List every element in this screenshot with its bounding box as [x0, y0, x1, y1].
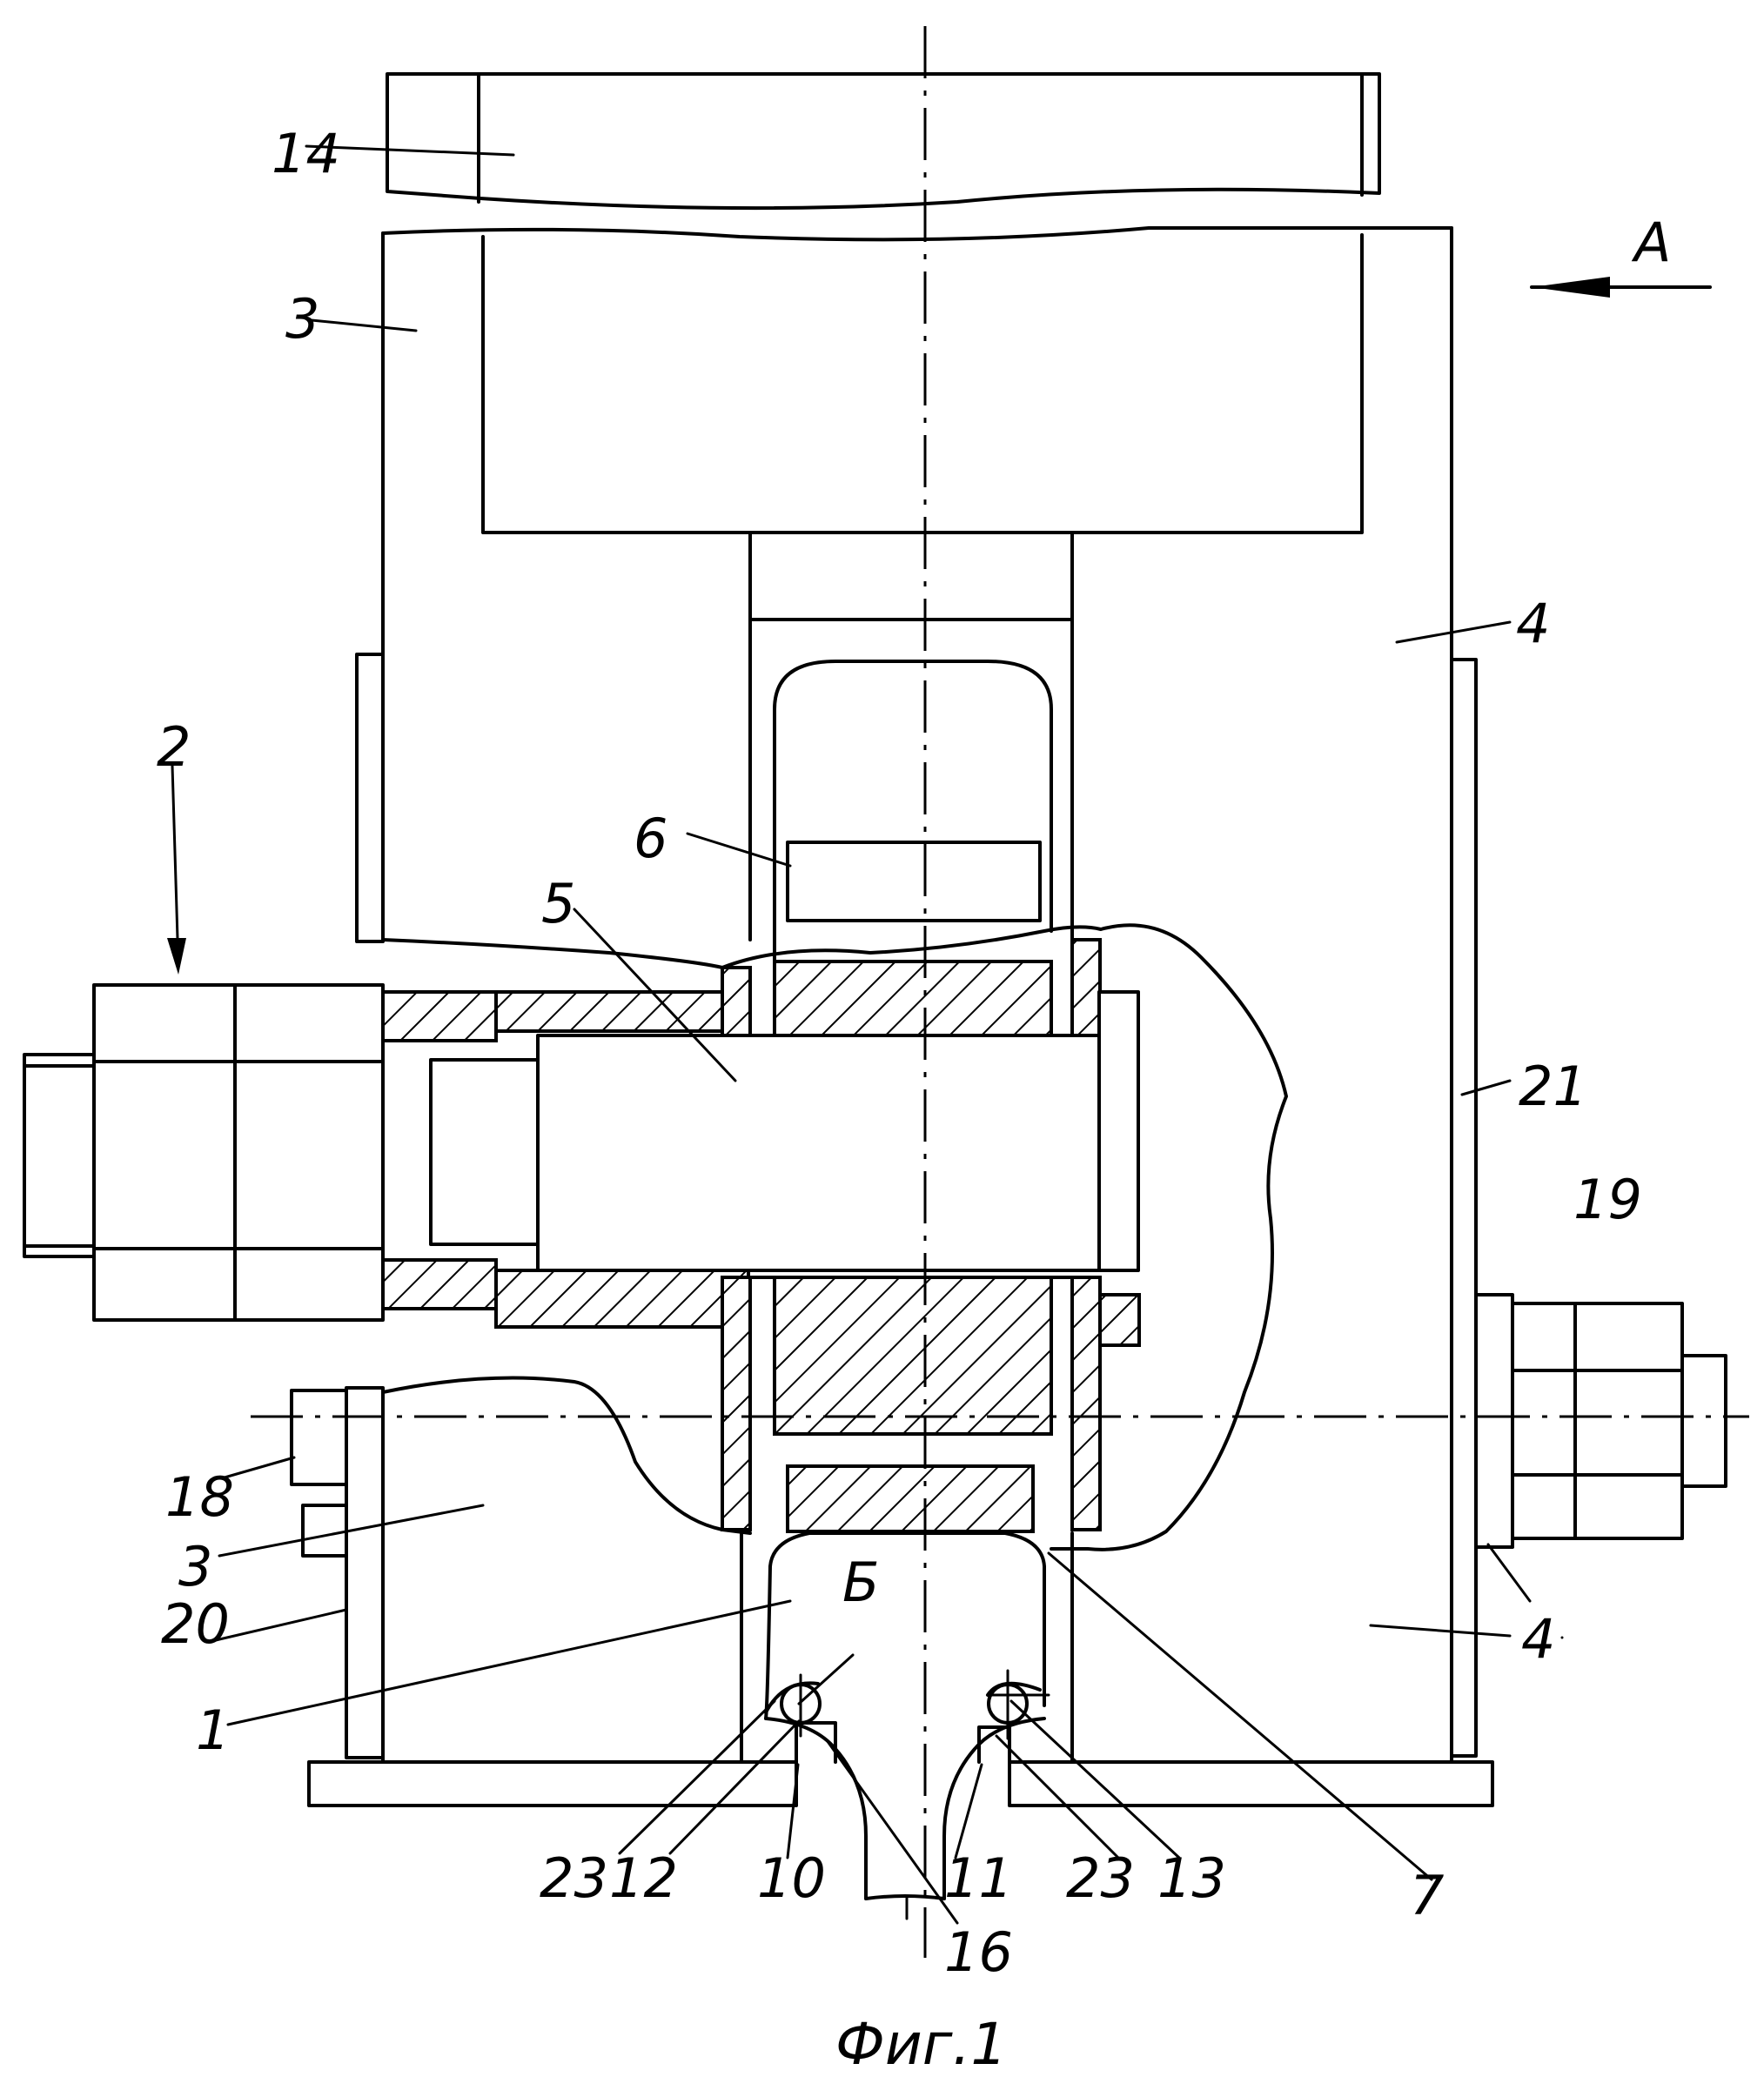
label-16: 16	[944, 1920, 1013, 1984]
label-b-detail: Б	[842, 1551, 880, 1614]
label-13: 13	[1157, 1846, 1226, 1910]
label-1: 1	[196, 1698, 230, 1762]
nut-assembly-2	[24, 985, 383, 1320]
label-14: 14	[272, 122, 340, 185]
label-3-top: 3	[285, 287, 319, 351]
view-arrow-a-label: А	[1631, 211, 1671, 274]
label-12: 12	[609, 1846, 678, 1910]
label-21: 21	[1519, 1055, 1587, 1118]
top-beam-14	[387, 74, 1379, 208]
label-2: 2	[157, 715, 191, 779]
rollers	[766, 1683, 1040, 1723]
label-5: 5	[541, 872, 575, 935]
shaft-5	[431, 992, 1138, 1270]
label-10: 10	[757, 1846, 826, 1910]
label-3-bottom: 3	[178, 1535, 212, 1598]
plate-20	[346, 1388, 383, 1758]
bolt-19	[1476, 1295, 1726, 1547]
label-6: 6	[634, 807, 667, 870]
label-20: 20	[161, 1592, 230, 1656]
label-18: 18	[165, 1465, 234, 1529]
label-4-top: 4	[1516, 592, 1550, 655]
view-arrow-a: А	[1532, 211, 1710, 298]
blade-6	[750, 620, 1072, 1018]
base-plates	[309, 1762, 1492, 1806]
side-plate-21	[1452, 660, 1476, 1756]
label-19: 19	[1573, 1168, 1642, 1231]
label-4-bottom: 4	[1521, 1607, 1555, 1671]
label-7: 7	[1410, 1864, 1444, 1927]
label-11: 11	[944, 1846, 1013, 1910]
label-23-left: 23	[540, 1846, 608, 1910]
side-plate-left	[357, 654, 383, 941]
label-23-right: 23	[1066, 1846, 1135, 1910]
figure-caption: Фиг.1	[835, 2011, 1007, 2077]
